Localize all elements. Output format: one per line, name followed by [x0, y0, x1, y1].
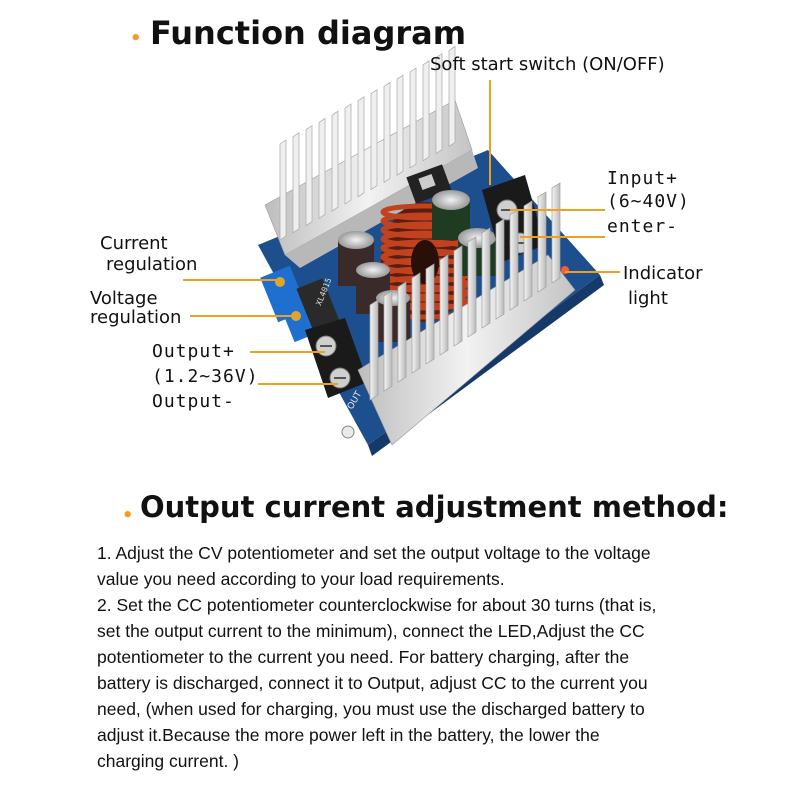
heatsink-fin	[439, 254, 449, 356]
heatsink-fin	[537, 191, 547, 293]
label-output-range: (1.2~36V)	[152, 366, 259, 387]
heatsink-fin	[279, 139, 287, 241]
function-diagram-heading: Function diagram	[150, 14, 467, 52]
heatsink-fin	[318, 117, 326, 220]
instruction-line: charging current. )	[97, 751, 240, 771]
heatsink-fin	[292, 132, 300, 234]
rear-heatsink	[264, 45, 478, 268]
label-input-range: (6~40V)	[607, 191, 690, 212]
heatsink-fin	[370, 88, 378, 191]
heatsink-fin	[422, 60, 430, 162]
heatsink-fin	[453, 245, 463, 347]
label-output-minus: Output-	[152, 391, 235, 412]
instruction-line: adjust it.Because the more power left in…	[97, 725, 600, 745]
label-indicator: Indicator	[623, 263, 703, 284]
heatsink-fin	[467, 236, 477, 338]
instruction-line: value you need according to your load re…	[97, 569, 505, 589]
bullet-icon: •	[122, 505, 134, 526]
heatsink-fin	[435, 52, 443, 155]
heatsink-fin	[396, 74, 404, 176]
label-voltage: Voltage	[90, 288, 158, 309]
label-voltage-regulation: regulation	[90, 307, 182, 328]
label-enter-minus: enter-	[607, 216, 679, 237]
heatsink-fin	[344, 103, 352, 205]
bullet-icon: •	[130, 28, 142, 49]
heatsink-fin	[305, 124, 313, 227]
heatsink-fin	[331, 110, 339, 212]
heatsink-fin	[481, 227, 491, 329]
instruction-line: 2. Set the CC potentiometer counterclock…	[97, 595, 657, 615]
heatsink-fin	[383, 81, 391, 184]
module-illustration: XL4015 OUT	[183, 45, 620, 456]
heatsink-fin	[357, 96, 365, 198]
front-heatsink	[357, 182, 576, 446]
adjustment-heading: Output current adjustment method:	[140, 490, 729, 524]
label-input-plus: Input+	[607, 168, 679, 189]
instruction-line: potentiometer to the current you need. F…	[97, 647, 630, 667]
heatsink-fin	[409, 67, 417, 169]
label-soft-start-switch: Soft start switch (ON/OFF)	[430, 54, 665, 75]
heatsink-fin	[523, 200, 533, 302]
label-current: Current	[100, 233, 168, 254]
instruction-line: 1. Adjust the CV potentiometer and set t…	[97, 543, 651, 563]
heatsink-fin	[509, 209, 519, 311]
heatsink-fin	[448, 45, 456, 148]
heatsink-fin	[411, 272, 421, 374]
leader-lines	[183, 80, 620, 385]
heatsink-fin	[425, 263, 435, 365]
instruction-line: set the output current to the minimum), …	[97, 621, 645, 641]
heatsink-fin	[495, 218, 505, 320]
heatsink-fin	[397, 281, 407, 383]
label-indicator-light: light	[628, 288, 668, 309]
label-current-regulation: regulation	[106, 254, 198, 275]
heatsink-fin	[551, 182, 561, 284]
adjustment-instructions: 1. Adjust the CV potentiometer and set t…	[97, 540, 787, 774]
instruction-line: need, (when used for charging, you must …	[97, 699, 645, 719]
instruction-line: battery is discharged, connect it to Out…	[97, 673, 648, 693]
heatsink-fin	[369, 299, 379, 401]
label-output-plus: Output+	[152, 341, 235, 362]
heatsink-fin	[383, 290, 393, 392]
